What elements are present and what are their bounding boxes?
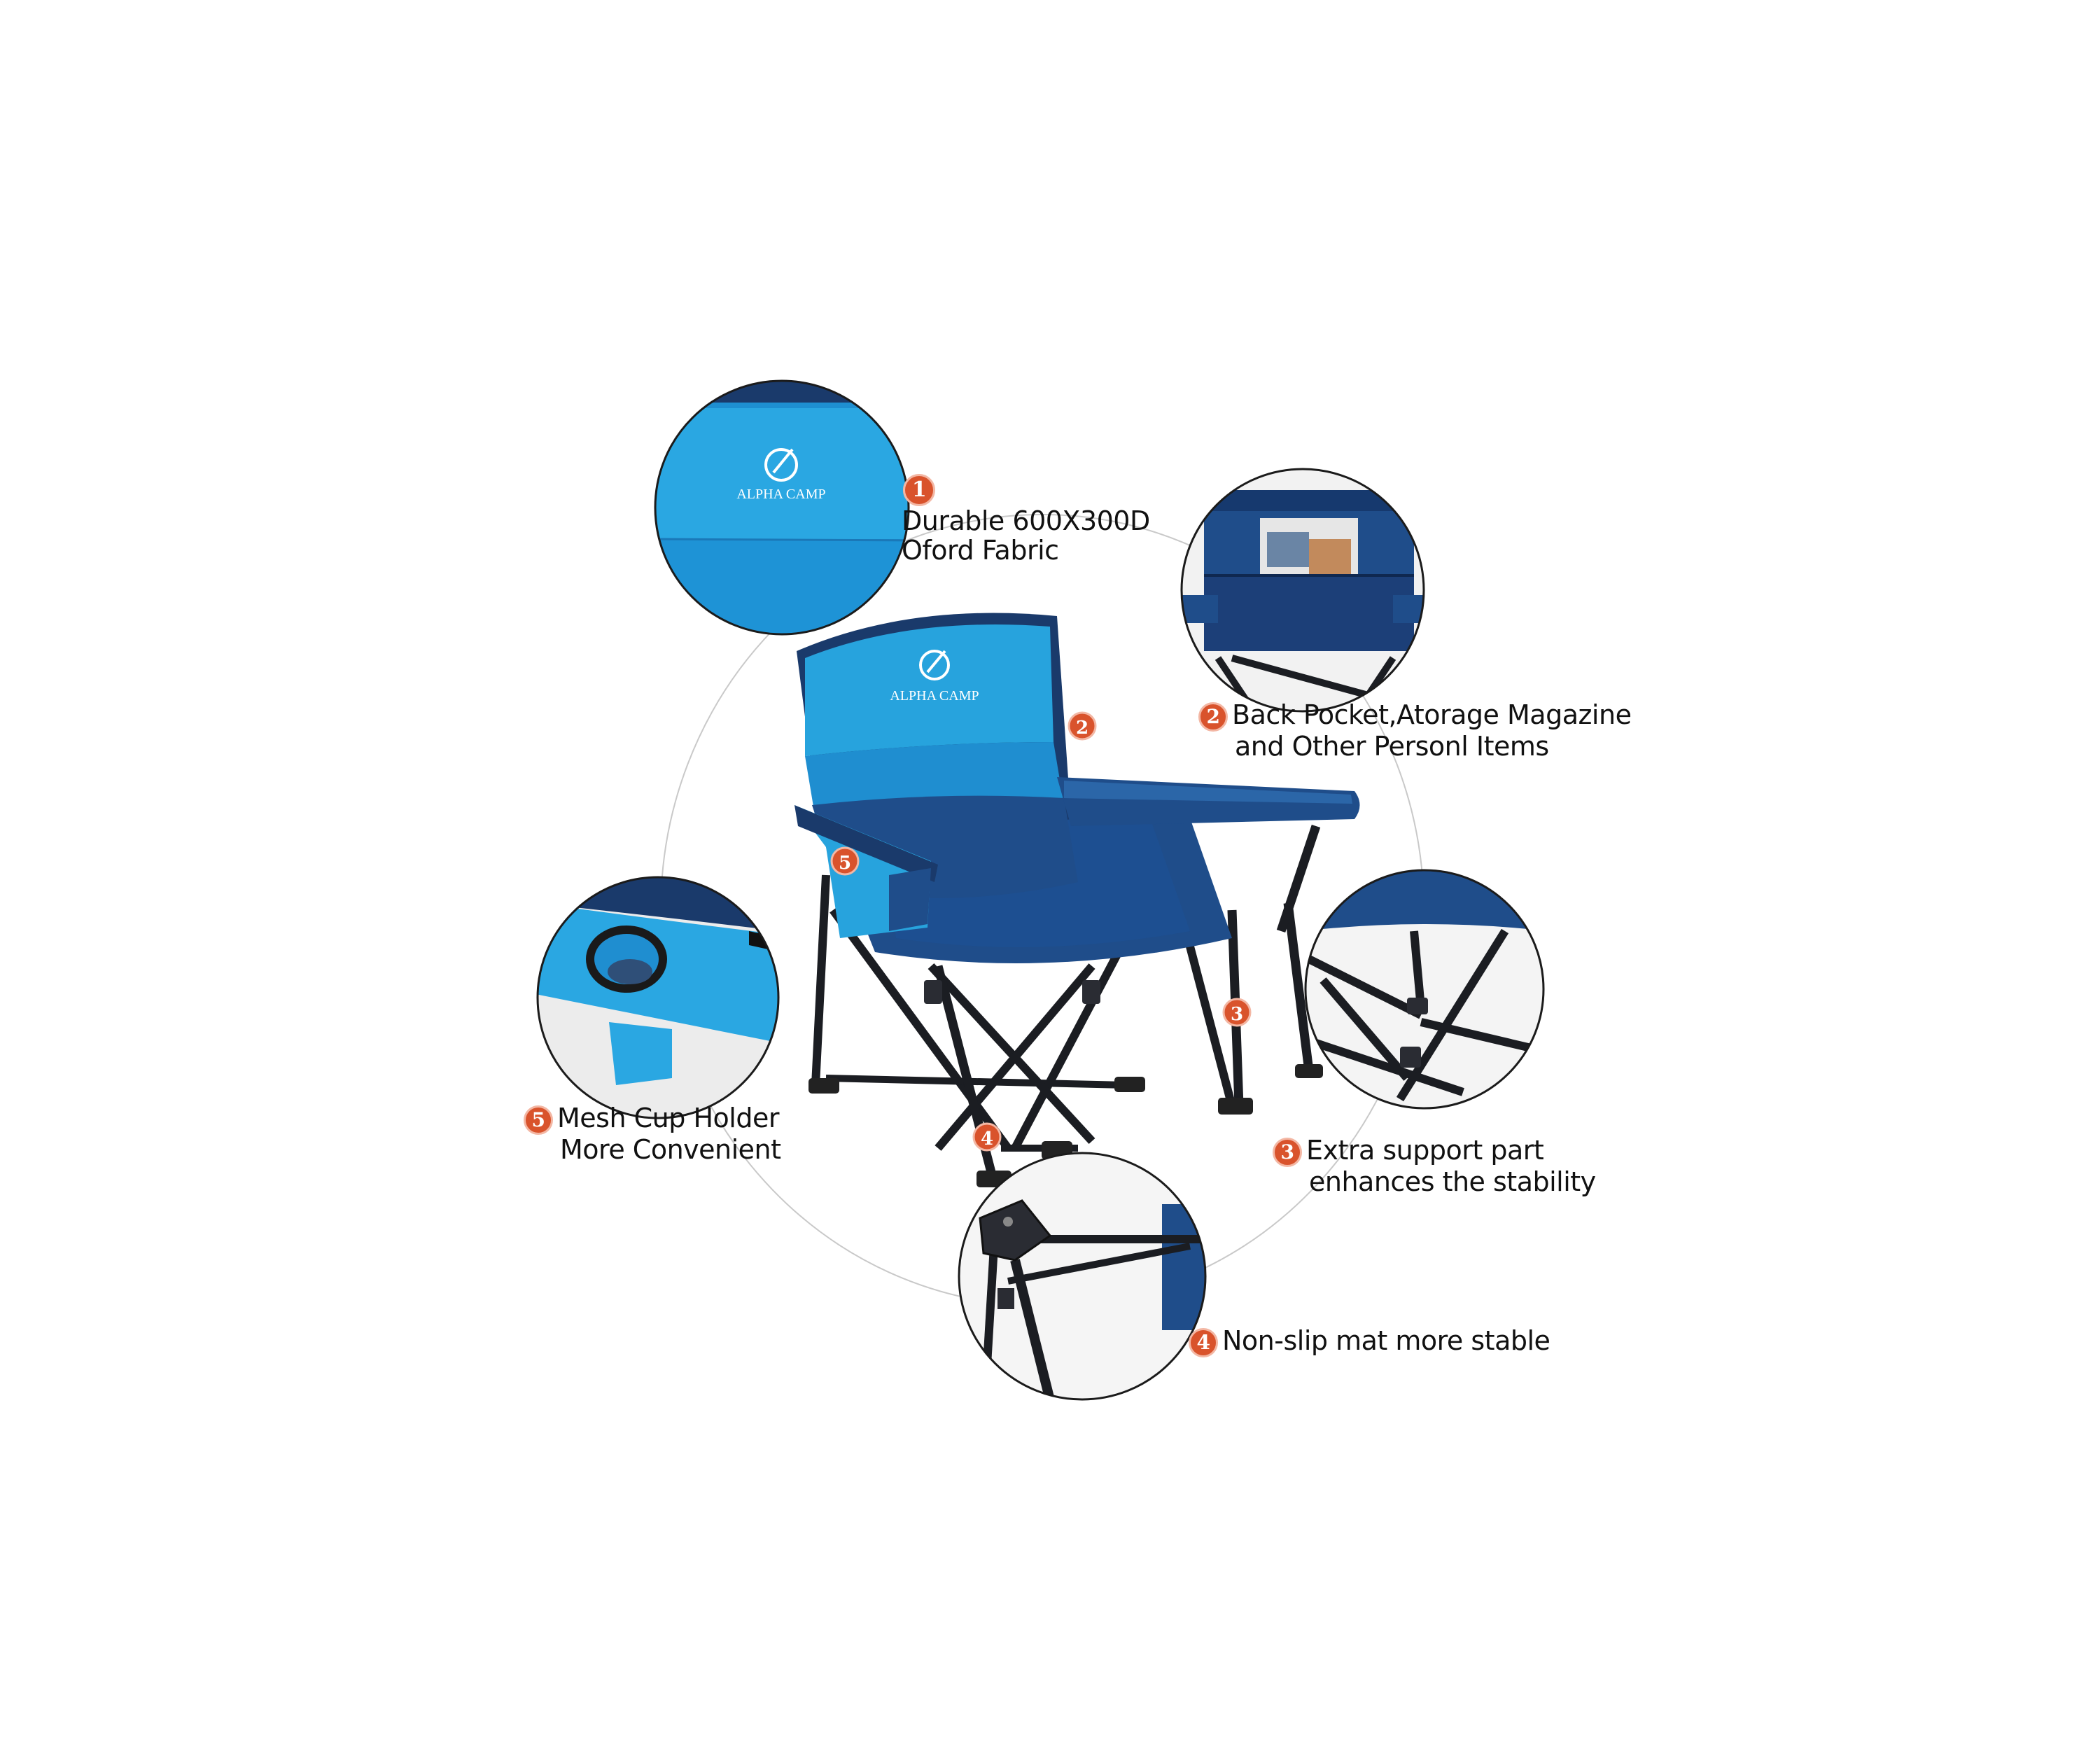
callout-2-line-1: Back Pocket,Atorage Magazine (1232, 699, 1632, 730)
chair-logo-text: ALPHA CAMP (890, 688, 979, 704)
svg-text:5: 5 (839, 853, 851, 874)
callout-badge-1: 1 (903, 473, 935, 506)
detail-circle-non-slip (958, 1152, 1207, 1401)
callout-badge-3: 3 (1273, 1137, 1302, 1167)
callout-1-line-1: Durable 600X300D (902, 505, 1150, 536)
callout-2-line-2: and Other Personl Items (1235, 730, 1549, 762)
callout-5-line-1: Mesh Cup Holder (557, 1103, 779, 1133)
fabric-logo-text: ALPHA CAMP (736, 487, 825, 502)
callout-3-line-1: Extra support part (1306, 1135, 1544, 1166)
detail-circle-support (1304, 869, 1545, 1110)
callout-badge-4: 4 (1189, 1327, 1218, 1357)
chair-marker-2: 2 (1068, 711, 1097, 741)
svg-text:4: 4 (981, 1129, 993, 1150)
callout-4-line-1: Non-slip mat more stable (1222, 1325, 1550, 1356)
callout-1-line-2: Oford Fabric (902, 534, 1059, 566)
callout-1: 1 Durable 600X300D Oford Fabric (902, 473, 1150, 565)
callout-3-line-2: enhances the stability (1309, 1166, 1596, 1197)
svg-text:3: 3 (1231, 1004, 1243, 1025)
svg-text:2: 2 (1076, 718, 1088, 739)
chair-marker-4: 4 (972, 1122, 1002, 1152)
chair-marker-5: 5 (830, 846, 860, 876)
chair-main: ALPHA CAMP (794, 613, 1360, 1187)
detail-circle-fabric: ALPHA CAMP (654, 379, 910, 636)
chair-marker-3: 3 (1222, 998, 1252, 1027)
callout-badge-5: 5 (524, 1105, 553, 1135)
callout-5-line-2: More Convenient (560, 1133, 781, 1165)
detail-circle-back-pocket (1180, 468, 1425, 713)
callout-badge-2: 2 (1198, 701, 1228, 732)
detail-circle-cup-holder (536, 876, 780, 1119)
